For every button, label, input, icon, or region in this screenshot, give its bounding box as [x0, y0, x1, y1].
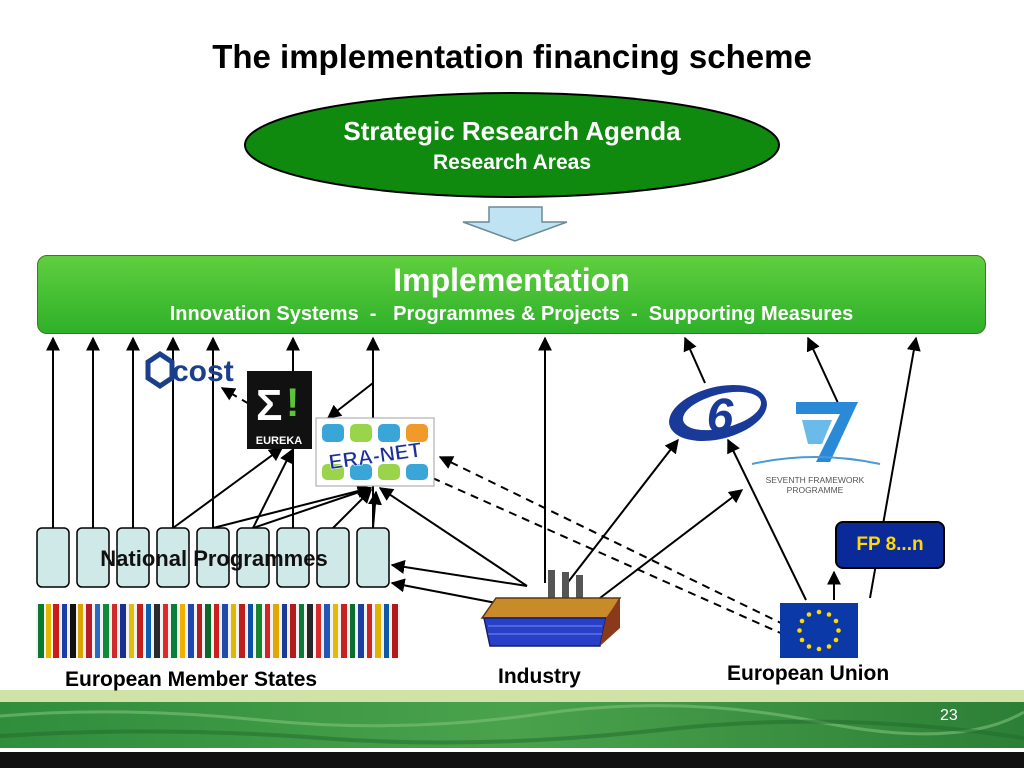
sigma-icon: Σ	[256, 381, 282, 430]
implementation-subtitle: Innovation Systems - Programmes & Projec…	[169, 303, 854, 325]
page-number: 23	[940, 707, 958, 724]
eureka-logo: Σ ! EUREKA	[247, 371, 312, 449]
exclamation-icon: !	[286, 381, 299, 425]
eranet-logo: ERA-NET	[315, 417, 435, 487]
agenda-title: Strategic Research Agenda	[343, 116, 681, 146]
programme-arrows	[46, 336, 921, 607]
fp6-logo-text: 6	[707, 390, 734, 443]
cost-logo: cost	[145, 350, 234, 390]
implementation-box: Implementation Innovation Systems - Prog…	[37, 255, 986, 334]
fp7-logo-line2: PROGRAMME	[787, 485, 844, 495]
agenda-subtitle: Research Areas	[433, 151, 591, 174]
european-union-caption: European Union	[727, 662, 890, 685]
industry-caption: Industry	[498, 665, 581, 688]
national-programmes-label: National Programmes	[100, 546, 328, 571]
down-arrow-icon	[462, 206, 568, 242]
agenda-ellipse	[244, 92, 780, 198]
cost-logo-text: cost	[172, 355, 234, 388]
national-programme-boxes	[36, 527, 390, 588]
fp6-logo: 6	[669, 385, 767, 443]
fp7-logo-line1: SEVENTH FRAMEWORK	[766, 475, 865, 485]
fp7-logo: SEVENTH FRAMEWORK PROGRAMME	[751, 402, 881, 495]
eu-flag-icon	[780, 603, 858, 658]
member-state-flags	[36, 604, 400, 658]
agenda-label: Strategic Research Agenda Research Areas	[250, 116, 774, 175]
factory-icon	[480, 570, 622, 647]
member-states-caption: European Member States	[65, 668, 318, 691]
eureka-logo-text: EUREKA	[256, 435, 303, 447]
footer-band	[0, 690, 1024, 768]
slide-title: The implementation financing scheme	[212, 38, 812, 75]
fp8-box: FP 8...n	[835, 521, 945, 569]
implementation-title: Implementation	[393, 262, 630, 298]
